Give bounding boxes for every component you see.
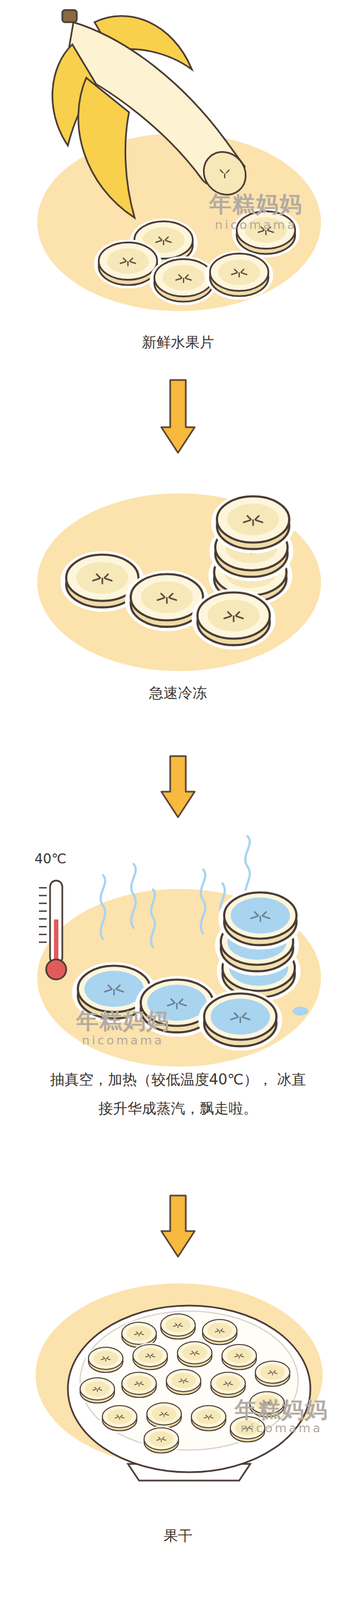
- sublimation-illustration: [37, 837, 321, 1068]
- thermometer: [38, 881, 67, 981]
- dried-fruit-bowl: [35, 1284, 323, 1483]
- watermark-latin: nicomama: [81, 1034, 164, 1049]
- frozen-slices-illustration: [37, 493, 321, 672]
- flow-arrow: [161, 1197, 195, 1259]
- watermark-latin: nicomama: [240, 1422, 323, 1437]
- step-caption: 急速冷冻: [149, 679, 207, 709]
- step-caption: 新鲜水果片: [141, 328, 215, 358]
- banana-illustration: [37, 10, 321, 312]
- step-caption: 抽真空，加热（较低温度40℃）， 冰直接升华成蒸汽，飘走啦。: [44, 1066, 312, 1125]
- process-step: 抽真空，加热（较低温度40℃）， 冰直接升华成蒸汽，飘走啦。: [22, 818, 334, 1198]
- flow-arrow: [161, 380, 195, 454]
- watermark: 年糕妈妈: [209, 189, 303, 220]
- watermark: 年糕妈妈: [234, 1396, 329, 1427]
- flow-arrow: [161, 757, 195, 819]
- watermark: 年糕妈妈: [76, 1006, 170, 1038]
- step-caption: 果干: [163, 1523, 193, 1552]
- process-step: 急速冷冻: [22, 453, 334, 758]
- watermark-latin: nicomama: [214, 218, 297, 232]
- temperature-label: 40℃: [34, 852, 67, 868]
